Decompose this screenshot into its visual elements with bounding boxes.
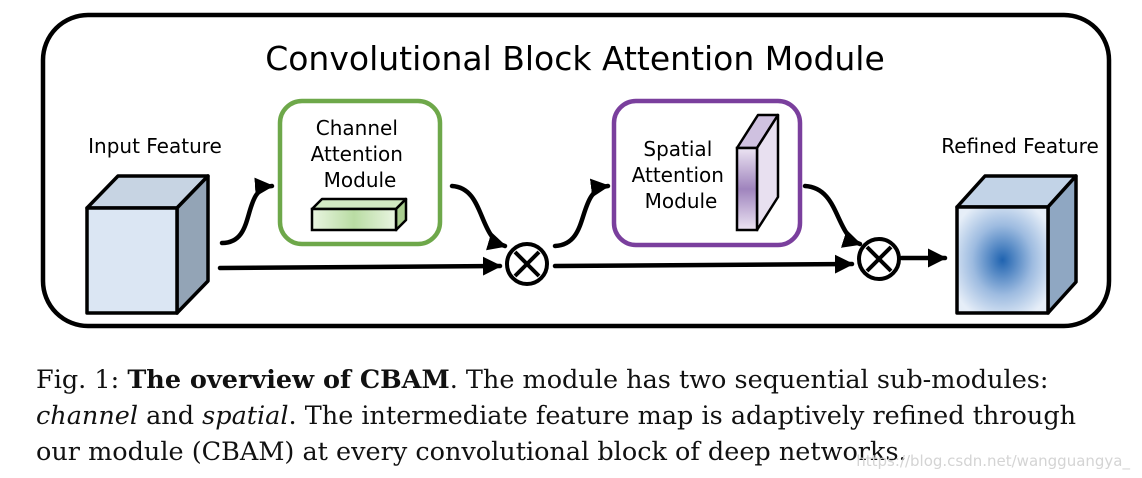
svg-text:Channel Attention Modu: Channel Attention Module bbox=[311, 116, 410, 192]
caption-bold-title: The overview of CBAM bbox=[127, 365, 450, 395]
spatial-to-multiply-arrow bbox=[802, 183, 863, 248]
channel-label-line-3: Module bbox=[324, 168, 397, 192]
caption-text-2: and bbox=[138, 401, 203, 431]
caption-prefix: Fig. 1: bbox=[36, 365, 128, 395]
caption-text-1: . The module has two sequential sub-modu… bbox=[449, 365, 1049, 395]
figure-caption: Fig. 1: The overview of CBAM. The module… bbox=[36, 362, 1126, 470]
input-feature-cube bbox=[85, 174, 210, 315]
module-frame bbox=[40, 12, 1112, 329]
multiply-to-output-arrow bbox=[552, 254, 855, 274]
spatial-multiply-icon bbox=[857, 237, 901, 281]
channel-multiply-icon bbox=[505, 242, 549, 286]
channel-to-multiply-arrow bbox=[449, 183, 508, 251]
watermark: https://blog.csdn.net/wangguangya_ bbox=[856, 452, 1130, 470]
channel-label-line-2: Attention bbox=[311, 142, 403, 166]
caption-italic-channel: channel bbox=[36, 401, 138, 431]
diagram-title: Convolutional Block Attention Module bbox=[265, 39, 885, 78]
cbam-diagram: Convolutional Block Attention Module Inp… bbox=[40, 12, 1112, 329]
refined-feature-cube bbox=[955, 174, 1078, 315]
spatial-label-line-2: Attention bbox=[632, 163, 724, 187]
caption-text-3: . The intermediate feature map is adapti… bbox=[36, 401, 1077, 467]
caption-italic-spatial: spatial bbox=[202, 401, 289, 431]
spatial-attention-map bbox=[735, 113, 780, 232]
channel-label-line-1: Channel bbox=[316, 116, 398, 140]
input-feature-label: Input Feature bbox=[88, 134, 222, 158]
multiply-to-spatial-arrow bbox=[552, 178, 611, 249]
refined-feature-label: Refined Feature bbox=[941, 134, 1099, 158]
input-to-multiply-arrow bbox=[217, 256, 503, 276]
svg-text:Spatial Attention Modu: Spatial Attention Module bbox=[632, 137, 731, 213]
spatial-label-line-1: Spatial bbox=[643, 137, 712, 161]
channel-attention-map bbox=[310, 197, 408, 232]
spatial-label-line-3: Module bbox=[645, 189, 718, 213]
input-to-channel-arrow bbox=[219, 177, 275, 246]
